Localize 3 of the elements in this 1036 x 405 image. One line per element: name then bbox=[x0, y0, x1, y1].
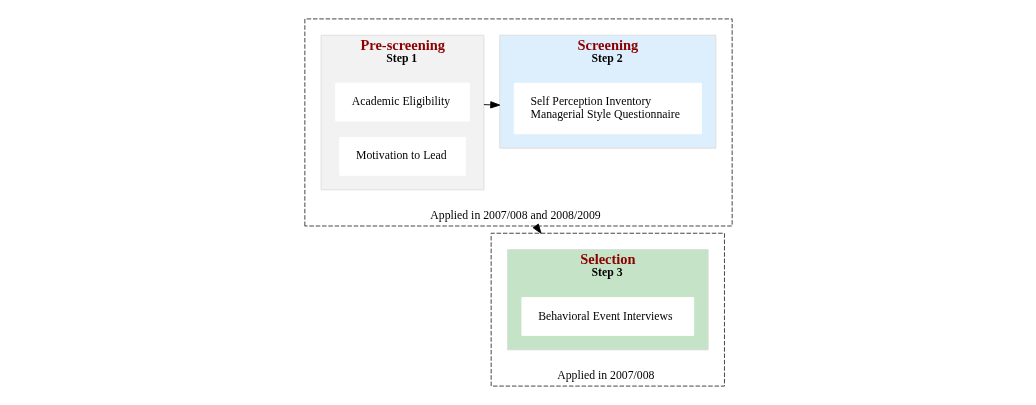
arrow bbox=[482, 101, 500, 109]
node-box: Self Perception Inventory Managerial Style Questionnaire bbox=[513, 82, 702, 135]
node-box: Behavioral Event Interviews bbox=[520, 297, 694, 336]
